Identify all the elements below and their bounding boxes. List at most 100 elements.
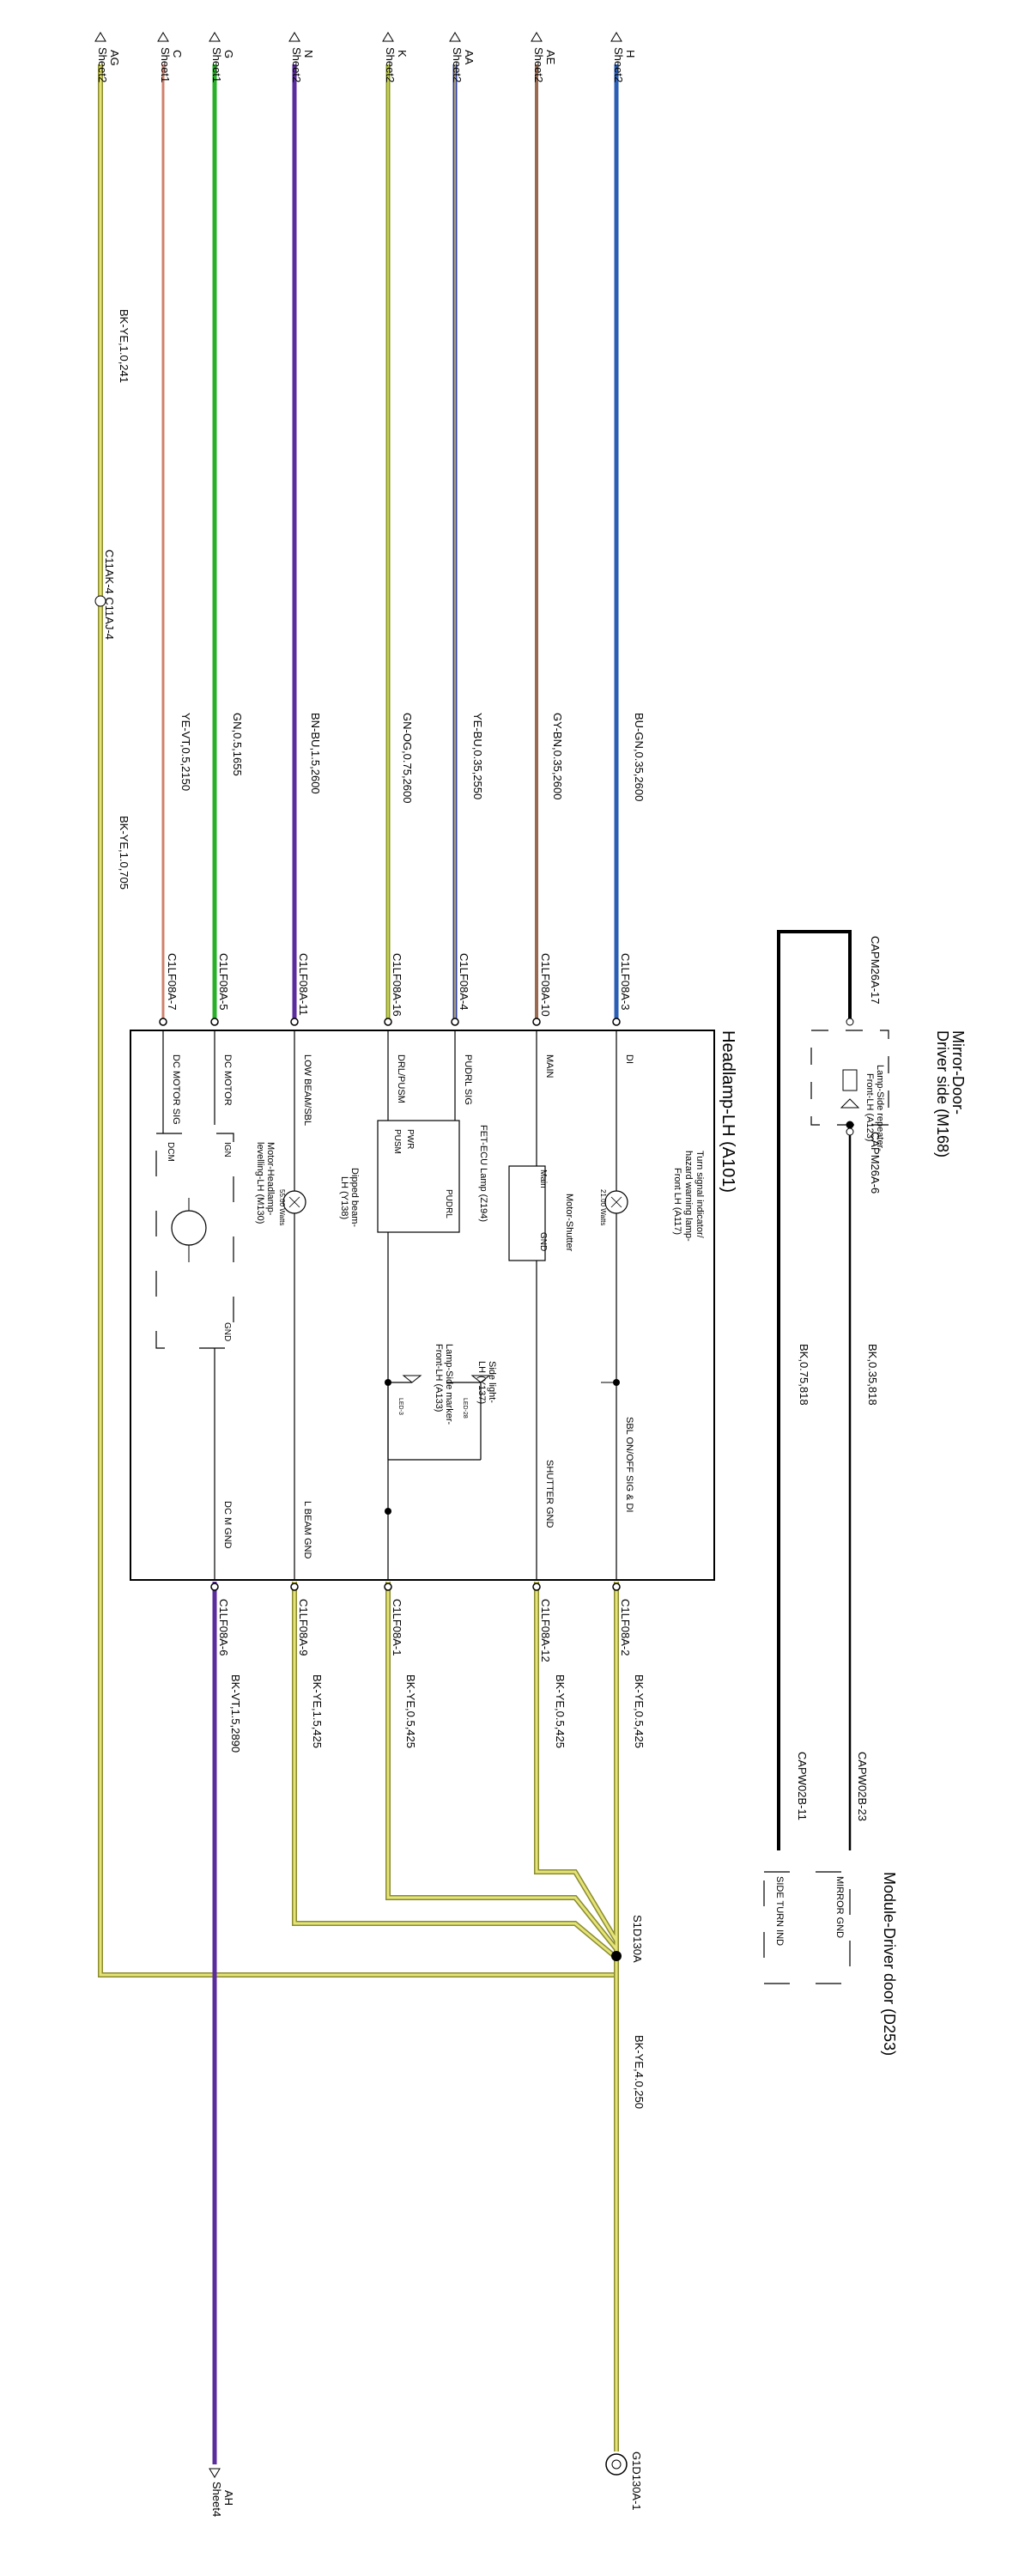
svg-text:DI: DI xyxy=(624,1054,634,1064)
svg-text:G: G xyxy=(222,50,235,58)
svg-text:GN,0.5,1655: GN,0.5,1655 xyxy=(231,713,244,776)
mirror-wires xyxy=(777,930,854,1850)
wire-bk-075 xyxy=(779,1056,850,1132)
svg-text:C1LF08A-5: C1LF08A-5 xyxy=(217,953,230,1010)
svg-text:LED-3: LED-3 xyxy=(397,1398,403,1415)
svg-text:Turn signal indicator/: Turn signal indicator/ xyxy=(695,1151,705,1239)
svg-text:BK-YE,1.0,241: BK-YE,1.0,241 xyxy=(118,309,130,383)
svg-text:DCM: DCM xyxy=(166,1142,175,1162)
svg-text:AG: AG xyxy=(108,50,121,66)
right-pins: C1LF08A-2 C1LF08A-12 C1LF08A-1 C1LF08A-9… xyxy=(217,1599,632,1662)
svg-text:G1D130A-1: G1D130A-1 xyxy=(630,2451,643,2511)
svg-text:BK-VT,1.5,2890: BK-VT,1.5,2890 xyxy=(229,1674,242,1753)
svg-text:BN-BU,1.5,2600: BN-BU,1.5,2600 xyxy=(309,713,322,794)
ground-terminal: G1D130A-1 xyxy=(605,2451,643,2511)
svg-text:55.00 Watts: 55.00 Watts xyxy=(278,1189,286,1225)
svg-text:Front-LH (A133): Front-LH (A133) xyxy=(434,1344,444,1412)
svg-text:Sheet1: Sheet1 xyxy=(210,47,223,82)
svg-text:MAIN: MAIN xyxy=(544,1054,555,1078)
svg-text:Dipped beam-: Dipped beam- xyxy=(349,1168,360,1227)
left-pins: C1LF08A-3 C1LF08A-10 C1LF08A-4 C1LF08A-1… xyxy=(166,953,632,1017)
svg-text:21.00 Watts: 21.00 Watts xyxy=(599,1189,607,1225)
svg-text:C1LF08A-3: C1LF08A-3 xyxy=(619,953,632,1010)
svg-text:DC M GND: DC M GND xyxy=(222,1501,233,1549)
svg-text:C: C xyxy=(171,50,184,58)
svg-text:Main: Main xyxy=(538,1170,548,1188)
signals-left: DI MAIN PUDRL SIG DRL/PUSM LOW BEAM/SBL … xyxy=(171,1054,634,1126)
svg-text:H: H xyxy=(624,50,637,58)
fet-ecu-lamp: FET-ECU Lamp (Z194) PUDRL PWR PUSM xyxy=(377,1120,488,1233)
svg-text:C1LF08A-11: C1LF08A-11 xyxy=(297,953,310,1016)
svg-text:Front-LH (A123): Front-LH (A123) xyxy=(864,1073,875,1141)
svg-text:Module-Driver door (D253): Module-Driver door (D253) xyxy=(881,1872,898,2056)
svg-text:PUSM: PUSM xyxy=(392,1129,402,1154)
svg-text:C1LF08A-10: C1LF08A-10 xyxy=(539,953,552,1017)
svg-text:L BEAM GND: L BEAM GND xyxy=(302,1501,312,1558)
svg-text:Sheet2: Sheet2 xyxy=(290,47,303,82)
wire-bk-035 xyxy=(777,930,852,1846)
svg-text:IGN: IGN xyxy=(222,1142,232,1157)
svg-text:DC MOTOR: DC MOTOR xyxy=(222,1054,233,1106)
svg-text:PWR: PWR xyxy=(405,1129,415,1149)
svg-text:Sheet2: Sheet2 xyxy=(532,47,545,82)
svg-text:BK,0.75,818: BK,0.75,818 xyxy=(798,1344,810,1406)
svg-text:BK-YE,4.0,250: BK-YE,4.0,250 xyxy=(633,2035,646,2109)
svg-text:SBL ON/OFF SIG & DI: SBL ON/OFF SIG & DI xyxy=(624,1417,634,1512)
svg-text:C1LF08A-4: C1LF08A-4 xyxy=(458,953,470,1010)
svg-text:K: K xyxy=(396,50,409,58)
turn-signal-lamp: Turn signal indicator/ hazard warning la… xyxy=(599,1151,705,1242)
svg-text:BK-YE,0.5,425: BK-YE,0.5,425 xyxy=(633,1674,646,1748)
svg-text:levelling-LH (M130): levelling-LH (M130) xyxy=(255,1142,265,1224)
svg-text:LH (Y138): LH (Y138) xyxy=(339,1176,349,1219)
svg-text:BK-YE,1.5,425: BK-YE,1.5,425 xyxy=(311,1674,324,1748)
offpage-connectors: H Sheet2 AE Sheet2 AA Sheet2 K Sheet2 N … xyxy=(94,32,637,82)
svg-text:C1LF08A-1: C1LF08A-1 xyxy=(391,1599,403,1656)
headlamp-title: Headlamp-LH (A101) xyxy=(719,1030,737,1193)
svg-text:CAPM26A-17: CAPM26A-17 xyxy=(869,936,882,1004)
svg-text:CAPW02B-23: CAPW02B-23 xyxy=(856,1752,869,1821)
svg-text:N: N xyxy=(302,50,315,58)
leveling-motor: Motor-Headlamp- levelling-LH (M130) IGN … xyxy=(155,1133,276,1349)
svg-text:LH (Y137): LH (Y137) xyxy=(476,1361,487,1404)
svg-text:YE-BU,0.35,2550: YE-BU,0.35,2550 xyxy=(471,713,484,799)
svg-text:Side light-: Side light- xyxy=(487,1361,497,1403)
svg-text:C1LF08A-16: C1LF08A-16 xyxy=(391,953,403,1017)
svg-text:Lamp-Side repeater-: Lamp-Side repeater- xyxy=(875,1065,885,1151)
svg-text:Driver side (M168): Driver side (M168) xyxy=(934,1030,951,1157)
svg-text:MIRROR GND: MIRROR GND xyxy=(834,1876,845,1938)
svg-text:Sheet2: Sheet2 xyxy=(384,47,397,82)
svg-text:YE-VT,0.5,2150: YE-VT,0.5,2150 xyxy=(179,713,192,791)
wire-labels: BU-GN,0.35,2600 GY-BN,0.35,2600 YE-BU,0.… xyxy=(118,309,879,2109)
svg-text:Sheet4: Sheet4 xyxy=(210,2482,223,2517)
svg-text:Sheet1: Sheet1 xyxy=(159,47,172,82)
svg-text:DRL/PUSM: DRL/PUSM xyxy=(396,1054,406,1103)
splice: S1D130A xyxy=(611,1915,644,1963)
signals-right: SBL ON/OFF SIG & DI SHUTTER GND L BEAM G… xyxy=(222,1417,634,1558)
svg-text:GND: GND xyxy=(538,1232,548,1251)
svg-text:AA: AA xyxy=(463,50,476,65)
svg-text:Sheet2: Sheet2 xyxy=(96,47,109,82)
module-driver-door: Module-Driver door (D253) MIRROR GND SID… xyxy=(763,1752,898,2056)
svg-text:GY-BN,0.35,2600: GY-BN,0.35,2600 xyxy=(551,713,564,799)
svg-text:LOW BEAM/SBL: LOW BEAM/SBL xyxy=(302,1054,312,1126)
svg-text:hazard warning lamp-: hazard warning lamp- xyxy=(683,1151,694,1242)
svg-text:BK-YE,0.5,425: BK-YE,0.5,425 xyxy=(554,1674,567,1748)
svg-text:CAPW02B-11: CAPW02B-11 xyxy=(796,1752,809,1820)
svg-text:Lamp-Side marker-: Lamp-Side marker- xyxy=(444,1344,454,1425)
svg-text:C1LF08A-6: C1LF08A-6 xyxy=(217,1599,230,1656)
dipped-beam-lamp: Dipped beam- LH (Y138) 55.00 Watts xyxy=(278,1168,360,1227)
svg-text:PUDRL: PUDRL xyxy=(444,1189,453,1218)
svg-text:BK-YE,1.0,705: BK-YE,1.0,705 xyxy=(118,816,130,890)
inline-connector: C11AK-4 C11AJ-4 xyxy=(94,550,116,640)
svg-text:C1LF08A-7: C1LF08A-7 xyxy=(166,953,179,1010)
svg-text:Front LH (A117): Front LH (A117) xyxy=(672,1168,682,1235)
svg-text:GN-OG,0.75,2600: GN-OG,0.75,2600 xyxy=(401,713,414,804)
svg-text:BU-GN,0.35,2600: BU-GN,0.35,2600 xyxy=(633,713,646,801)
headlamp-internal xyxy=(162,1030,617,1580)
svg-text:C11AK-4 C11AJ-4: C11AK-4 C11AJ-4 xyxy=(103,550,116,640)
svg-text:CAPM26A-6: CAPM26A-6 xyxy=(869,1132,882,1194)
svg-text:BK-YE,0.5,425: BK-YE,0.5,425 xyxy=(404,1674,417,1748)
svg-text:C1LF08A-12: C1LF08A-12 xyxy=(539,1599,552,1662)
svg-text:C1LF08A-9: C1LF08A-9 xyxy=(297,1599,310,1656)
svg-text:FET-ECU Lamp (Z194): FET-ECU Lamp (Z194) xyxy=(478,1125,488,1222)
